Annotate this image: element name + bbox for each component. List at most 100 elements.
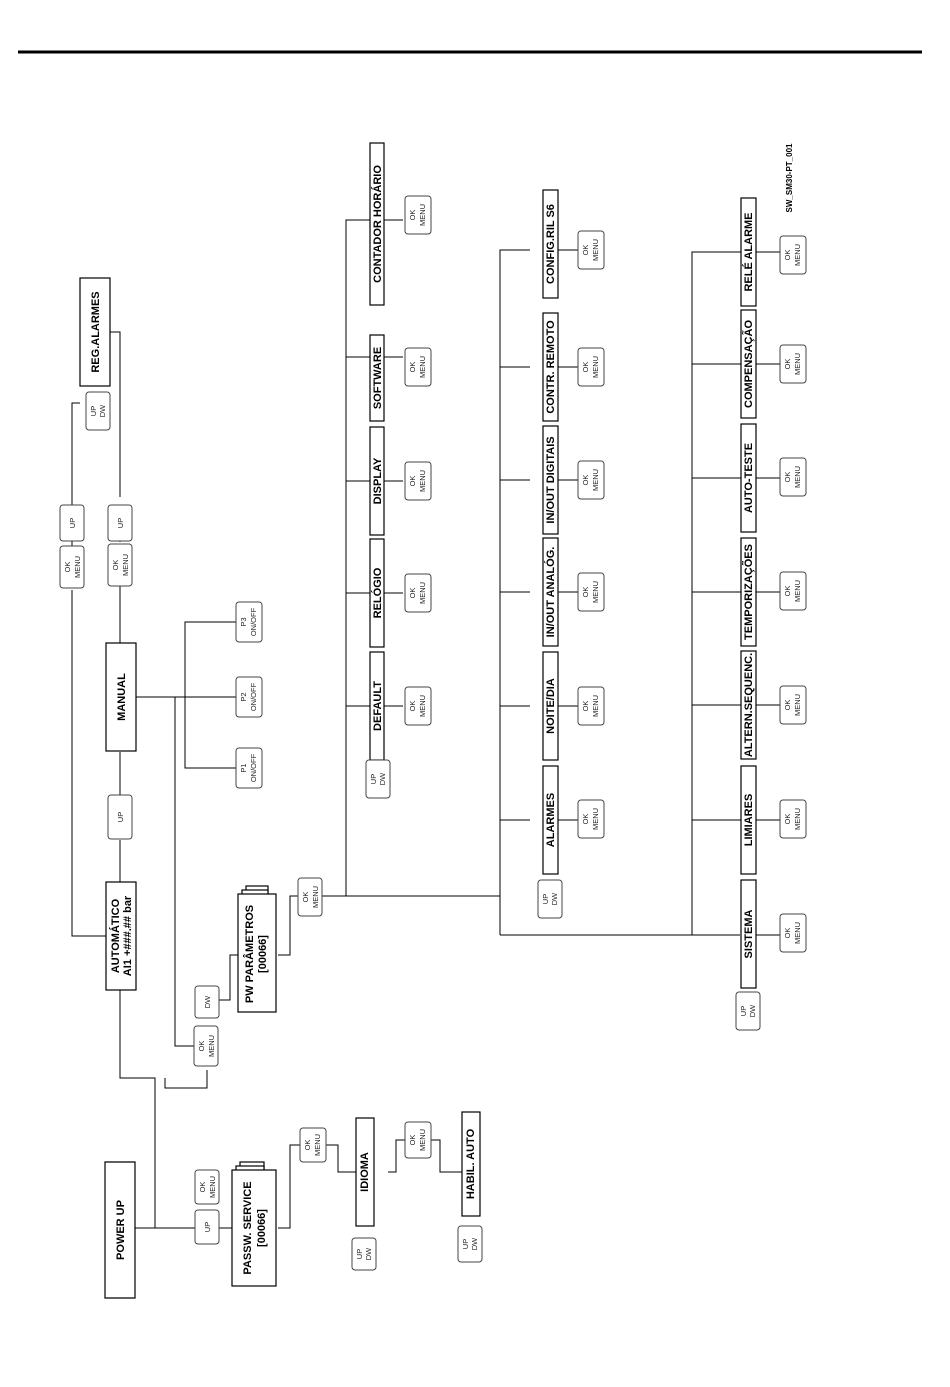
svg-text:P1: P1 bbox=[239, 763, 248, 772]
altern-sequenc-label: ALTERN.SEQUENC. bbox=[743, 653, 755, 757]
node-sistema: SISTEMA bbox=[740, 879, 757, 989]
key-ok-menu: OK MENU bbox=[779, 571, 807, 611]
display-label: DISPLAY bbox=[372, 457, 384, 504]
key-ok-menu: OK MENU bbox=[779, 799, 807, 839]
node-inout-digitais: IN/OUT DIGITAIS bbox=[542, 425, 559, 535]
svg-text:UP: UP bbox=[116, 812, 125, 822]
node-config-rels6: CONFIG.RIL S6 bbox=[542, 189, 559, 299]
node-contador-horario: CONTADOR HORÁRIO bbox=[369, 142, 385, 306]
key-ok-menu: OK MENU bbox=[779, 685, 807, 725]
svg-text:UP: UP bbox=[68, 518, 77, 528]
svg-text:MENU: MENU bbox=[591, 808, 600, 830]
svg-text:DW: DW bbox=[470, 1237, 479, 1250]
svg-text:MENU: MENU bbox=[793, 466, 802, 488]
svg-text:MENU: MENU bbox=[793, 808, 802, 830]
svg-text:OK: OK bbox=[408, 588, 417, 599]
svg-text:MENU: MENU bbox=[208, 1176, 217, 1198]
key-p3: P3 ON/OFF bbox=[235, 601, 263, 643]
svg-text:DW: DW bbox=[378, 772, 387, 785]
pw-parametros-label: PW PARÂMETROS bbox=[243, 905, 256, 1003]
node-compensacao: COMPENSAÇÃO bbox=[740, 309, 757, 419]
svg-text:MENU: MENU bbox=[793, 244, 802, 266]
key-ok-menu: OK MENU bbox=[577, 686, 605, 726]
svg-text:MENU: MENU bbox=[418, 356, 427, 378]
svg-text:MENU: MENU bbox=[591, 356, 600, 378]
node-contr-remoto: CONTR. REMOTO bbox=[542, 312, 559, 422]
key-ok-menu: OK MENU bbox=[404, 195, 432, 235]
key-ok-menu: OK MENU bbox=[297, 877, 323, 917]
svg-text:DW: DW bbox=[98, 404, 107, 417]
reg-alarmes-label: REG.ALARMES bbox=[90, 291, 102, 372]
key-ok-menu: OK MENU bbox=[779, 235, 807, 275]
idioma-label: IDIOMA bbox=[359, 1152, 371, 1192]
automatico-label: AUTOMÁTICO bbox=[109, 898, 122, 973]
key-up-dw: UP DW bbox=[735, 991, 761, 1031]
habil-auto-label: HABIL. AUTO bbox=[465, 1128, 477, 1199]
key-ok-menu: OK MENU bbox=[779, 344, 807, 384]
node-altern-sequenc: ALTERN.SEQUENC. bbox=[740, 650, 757, 760]
pw-parametros-code: [00066] bbox=[257, 935, 269, 973]
key-ok-menu: OK MENU bbox=[193, 1025, 219, 1067]
svg-text:MENU: MENU bbox=[591, 695, 600, 717]
svg-text:P2: P2 bbox=[239, 692, 248, 701]
svg-text:DW: DW bbox=[364, 1247, 373, 1260]
svg-text:MENU: MENU bbox=[793, 353, 802, 375]
node-inout-analog: IN/OUT ANALÓG. bbox=[542, 537, 559, 647]
software-label: SOFTWARE bbox=[372, 347, 384, 409]
svg-text:OK: OK bbox=[581, 475, 590, 486]
key-up: UP bbox=[107, 794, 133, 840]
svg-text:OK: OK bbox=[197, 1041, 206, 1052]
svg-text:OK: OK bbox=[301, 892, 310, 903]
key-ok-menu: OK MENU bbox=[404, 573, 432, 613]
svg-text:MENU: MENU bbox=[418, 582, 427, 604]
power-up-label: POWER UP bbox=[115, 1200, 127, 1260]
key-p2: P2 ON/OFF bbox=[235, 676, 263, 718]
svg-text:OK: OK bbox=[408, 362, 417, 373]
node-rele-alarme: RELÉ ALARME bbox=[740, 197, 757, 307]
key-ok-menu: OK MENU bbox=[404, 347, 432, 387]
key-ok-menu: OK MENU bbox=[299, 1127, 327, 1163]
svg-text:ON/OFF: ON/OFF bbox=[249, 607, 258, 636]
key-ok-menu: OK MENU bbox=[577, 460, 605, 500]
key-ok-menu: OK MENU bbox=[577, 347, 605, 387]
svg-text:OK: OK bbox=[783, 814, 792, 825]
svg-text:UP: UP bbox=[739, 1006, 748, 1016]
svg-text:UP: UP bbox=[461, 1239, 470, 1249]
passw-service-label: PASSW. SERVICE bbox=[242, 1181, 254, 1274]
svg-text:OK: OK bbox=[408, 701, 417, 712]
passw-service-code: [00066] bbox=[256, 1209, 268, 1247]
svg-text:OK: OK bbox=[783, 250, 792, 261]
svg-text:OK: OK bbox=[783, 700, 792, 711]
inout-digitais-label: IN/OUT DIGITAIS bbox=[545, 436, 557, 523]
contr-remoto-label: CONTR. REMOTO bbox=[545, 320, 557, 414]
svg-text:MENU: MENU bbox=[73, 556, 82, 578]
svg-text:MENU: MENU bbox=[793, 580, 802, 602]
svg-text:MENU: MENU bbox=[591, 239, 600, 261]
automatico-reading: AI1 +###.## bar bbox=[122, 895, 134, 976]
svg-text:OK: OK bbox=[783, 586, 792, 597]
svg-text:MENU: MENU bbox=[418, 1129, 427, 1151]
relogio-label: RELÓGIO bbox=[371, 567, 384, 618]
node-manual: MANUAL bbox=[105, 642, 137, 752]
node-reg-alarmes: REG.ALARMES bbox=[79, 277, 111, 387]
svg-text:DW: DW bbox=[203, 995, 212, 1008]
key-up-dw: UP DW bbox=[365, 759, 391, 799]
svg-text:P3: P3 bbox=[239, 617, 248, 626]
svg-text:OK: OK bbox=[581, 245, 590, 256]
key-ok-menu: OK MENU bbox=[194, 1169, 220, 1205]
document-code: SW_SM30-PT_001 bbox=[785, 143, 794, 212]
svg-text:MENU: MENU bbox=[313, 1134, 322, 1156]
svg-text:OK: OK bbox=[408, 476, 417, 487]
svg-text:UP: UP bbox=[541, 894, 550, 904]
key-up-dw: UP DW bbox=[351, 1237, 377, 1271]
svg-text:UP: UP bbox=[89, 406, 98, 416]
svg-text:OK: OK bbox=[581, 814, 590, 825]
svg-text:MENU: MENU bbox=[418, 695, 427, 717]
svg-text:OK: OK bbox=[581, 362, 590, 373]
svg-text:MENU: MENU bbox=[591, 581, 600, 603]
svg-text:DW: DW bbox=[748, 1004, 757, 1017]
key-up-dw: UP DW bbox=[457, 1225, 483, 1263]
temporizacoes-label: TEMPORIZAÇÕES bbox=[742, 544, 755, 640]
svg-text:OK: OK bbox=[581, 701, 590, 712]
